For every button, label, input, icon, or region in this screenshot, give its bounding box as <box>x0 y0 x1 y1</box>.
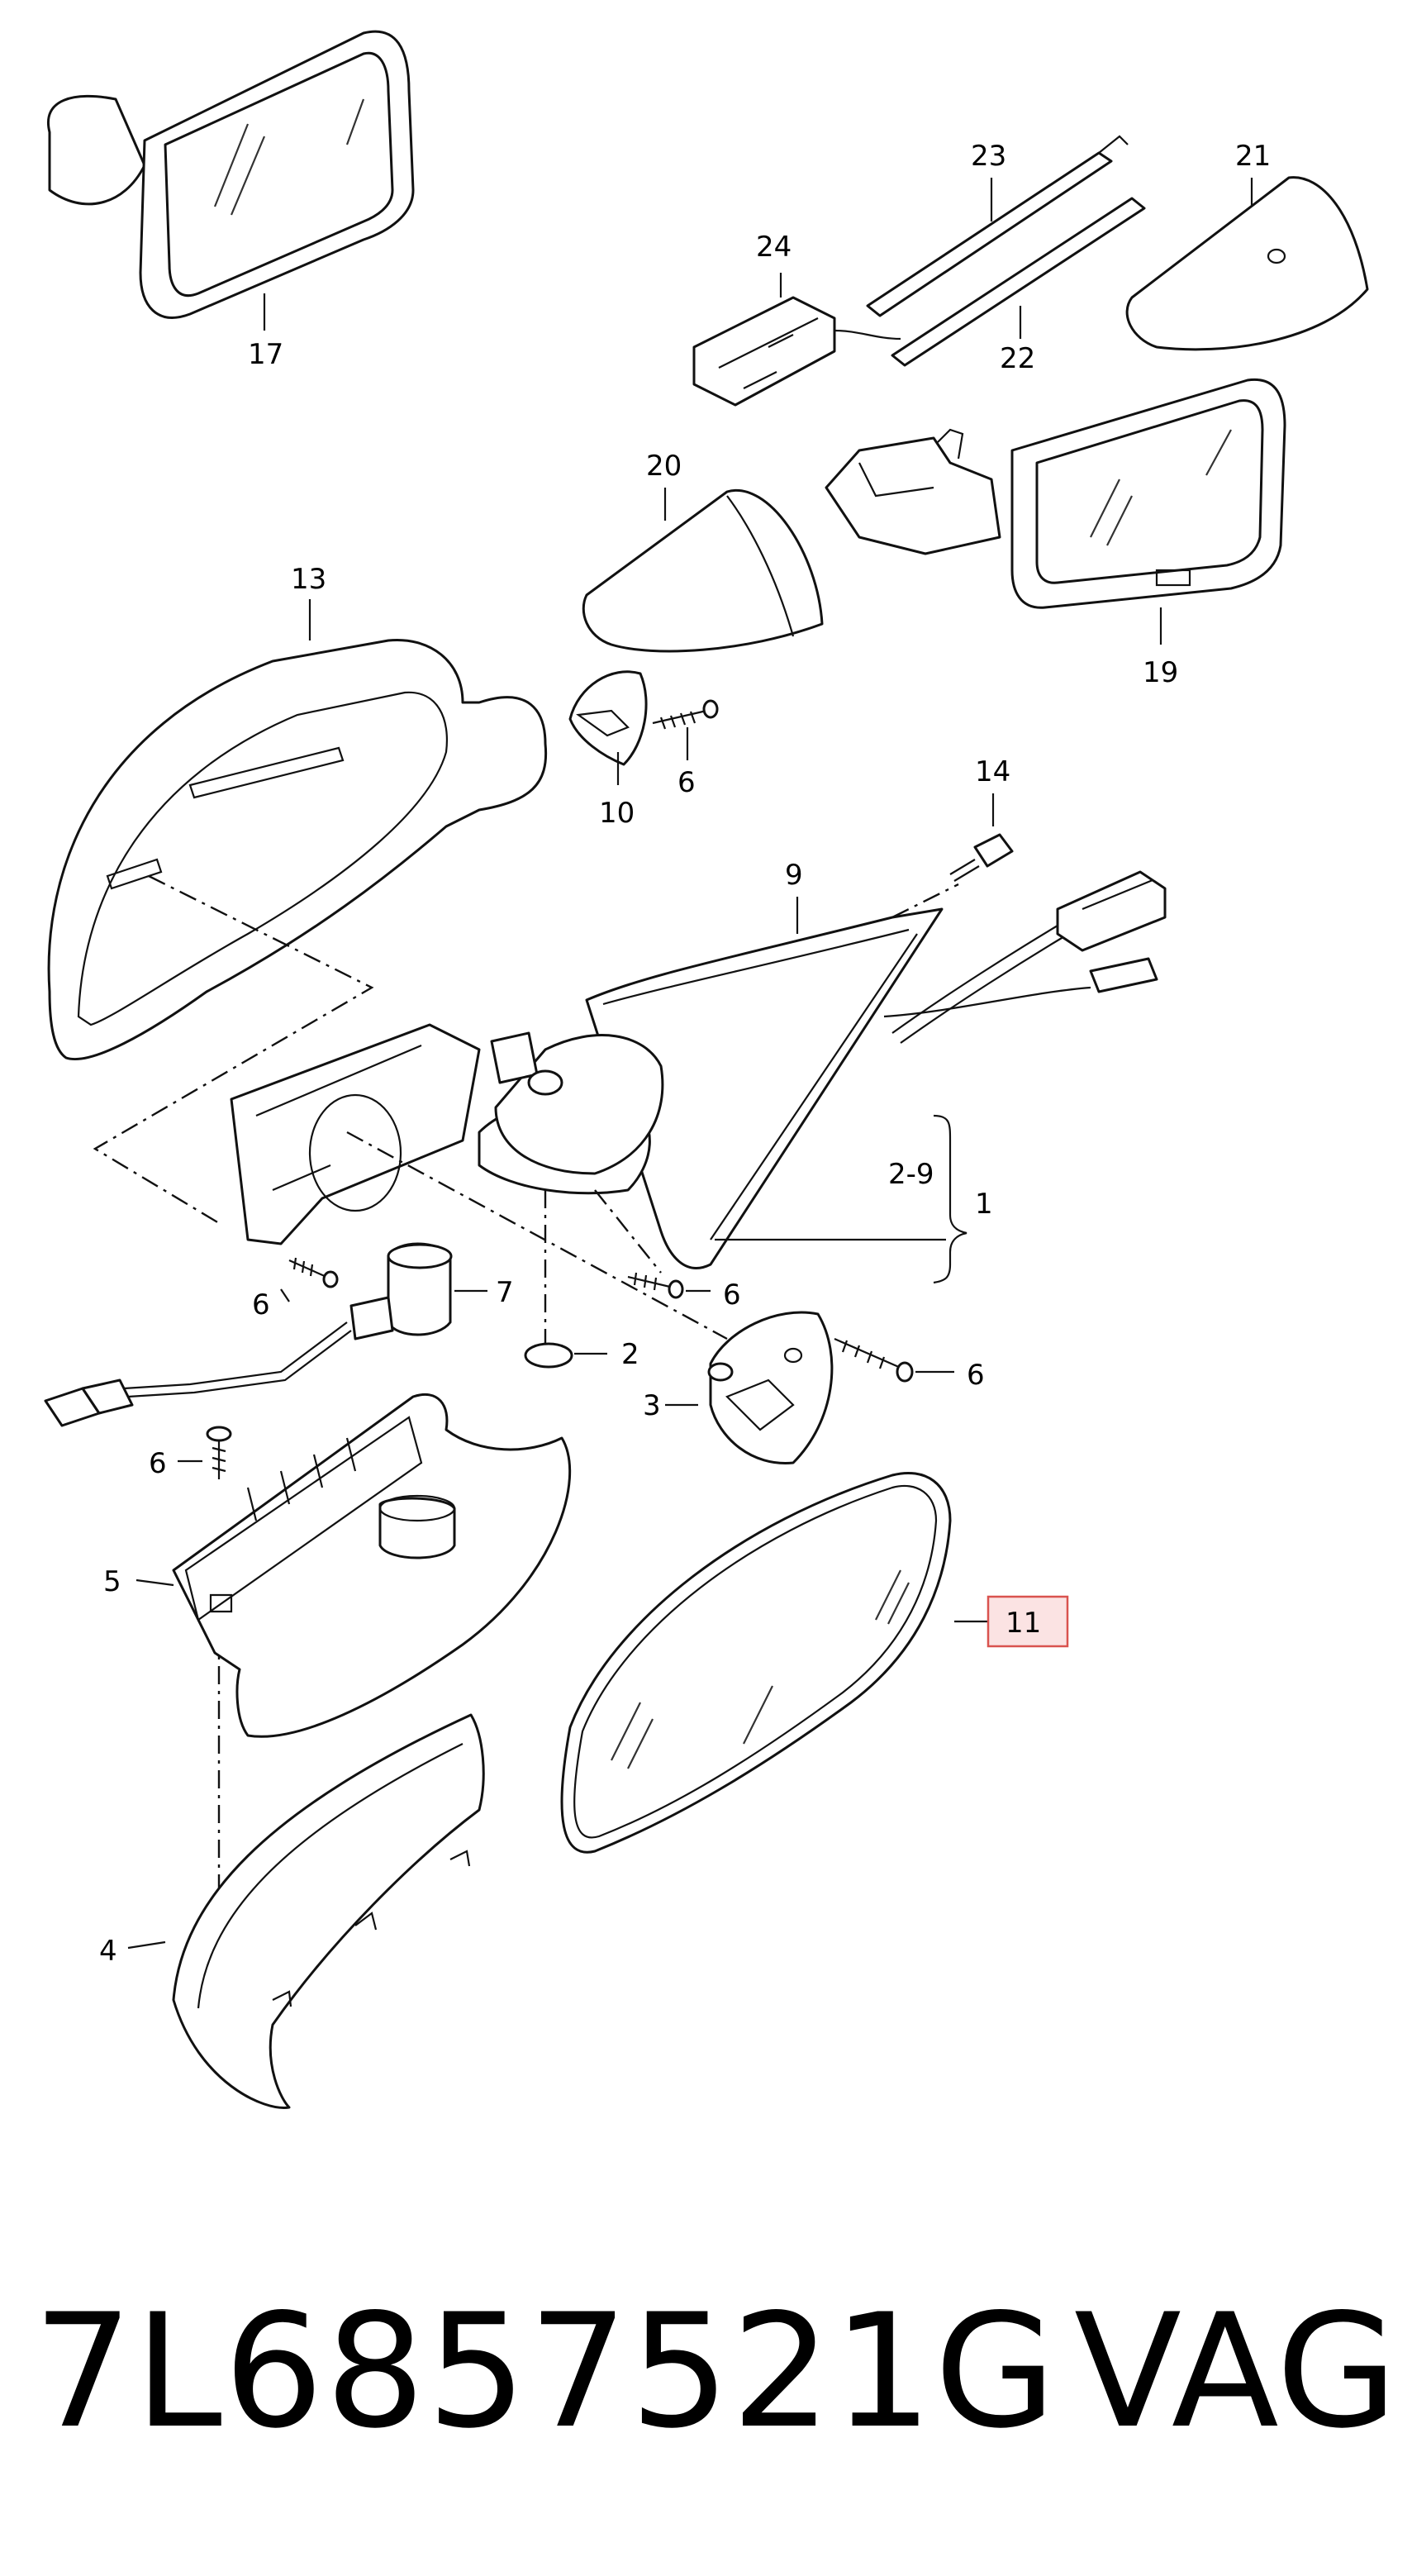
part-6-screw-b <box>288 1257 339 1288</box>
callout-3: 3 <box>643 1389 661 1422</box>
part-14-screw <box>949 833 1014 882</box>
part-24-connector <box>692 296 901 407</box>
part-number: 7L6857521G <box>33 2280 1058 2463</box>
part-3-adjuster <box>707 1311 834 1464</box>
part-6-screw-a <box>652 699 719 730</box>
part-6-screw-e <box>206 1426 232 1479</box>
callout-4: 4 <box>99 1935 117 1968</box>
exploded-parts-diagram: 17 24 23 22 21 20 19 <box>44 30 1369 2109</box>
callout-17: 17 <box>248 338 283 371</box>
part-4-lower-cover <box>172 1713 485 2109</box>
group-brace <box>933 1114 967 1284</box>
callout-6c: 6 <box>723 1278 741 1312</box>
callout-23: 23 <box>971 140 1006 173</box>
part-21-cover-cap <box>1125 176 1369 351</box>
part-13-housing <box>47 638 548 1060</box>
callout-21: 21 <box>1235 140 1271 173</box>
part-9-mirror-base <box>585 907 944 1269</box>
part-19-mirror-head <box>825 378 1286 609</box>
leader-6b <box>280 1288 290 1302</box>
footer: 7L6857521G VAG <box>0 2264 1412 2479</box>
wiring-harness <box>883 870 1167 1044</box>
callout-11: 11 <box>1006 1607 1041 1640</box>
part-7-motor <box>44 1242 453 1427</box>
callout-19: 19 <box>1143 656 1178 689</box>
part-22-wire-strip <box>891 197 1146 367</box>
callout-6b: 6 <box>252 1288 270 1321</box>
callout-2-9: 2-9 <box>888 1158 934 1191</box>
callout-20: 20 <box>646 450 682 483</box>
callout-2: 2 <box>621 1338 639 1371</box>
alignment-line-2 <box>346 1131 728 1340</box>
part-17-complete-mirror <box>47 30 415 319</box>
callout-10: 10 <box>599 797 635 830</box>
callout-5: 5 <box>103 1565 121 1598</box>
callout-9: 9 <box>785 859 803 892</box>
callout-24: 24 <box>756 231 792 264</box>
part-6-screw-d <box>834 1337 914 1383</box>
part-2-cap <box>524 1342 573 1369</box>
callout-6a: 6 <box>677 766 696 799</box>
callout-11-highlight <box>986 1595 1069 1648</box>
adjuster-bracket <box>230 1023 664 1245</box>
alignment-line-1 <box>93 874 374 1225</box>
callout-6d: 6 <box>967 1359 985 1392</box>
alignment-line-5 <box>891 883 959 919</box>
part-11-mirror-glass <box>560 1471 952 1854</box>
callout-22: 22 <box>1000 342 1035 375</box>
leader-4 <box>127 1940 166 1950</box>
leader-5 <box>135 1578 174 1587</box>
callout-13: 13 <box>291 563 326 596</box>
part-20-trim-cap <box>582 488 824 653</box>
alignment-line-4 <box>594 1189 662 1274</box>
part-10-clip <box>568 670 648 766</box>
part-5-frame <box>172 1393 572 1738</box>
callout-1: 1 <box>975 1188 993 1221</box>
callout-7: 7 <box>496 1276 514 1309</box>
callout-6e: 6 <box>149 1447 167 1480</box>
part-6-screw-c <box>627 1272 684 1299</box>
part-23-cable-strip <box>866 135 1129 317</box>
brand-label: VAG <box>1074 2280 1398 2463</box>
callout-14: 14 <box>975 755 1010 788</box>
